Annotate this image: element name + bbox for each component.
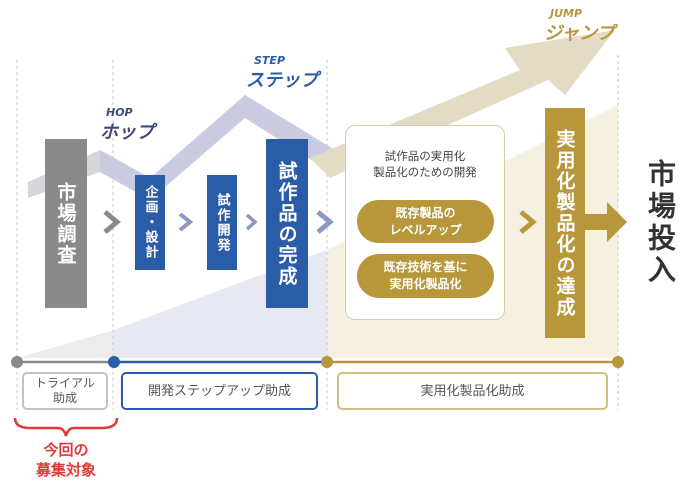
commercialization-box: 実用化製品化の達成 xyxy=(545,108,585,338)
pill-commercialize: 既存技術を基に実用化製品化 xyxy=(357,254,494,298)
hop-area xyxy=(17,330,114,358)
step-label-en: STEP xyxy=(254,54,286,67)
chevron-right-icon xyxy=(178,212,194,232)
grant-stepup: 開発ステップアップ助成 xyxy=(121,372,318,410)
dev-box-title: 試作品の実用化 xyxy=(384,149,466,163)
grant-text: 助成 xyxy=(52,391,77,405)
chevron-right-icon xyxy=(103,210,121,234)
dev-box-title: 製品化のための開発 xyxy=(373,165,477,179)
grant-practical: 実用化製品化助成 xyxy=(337,372,608,410)
note-text: 募集対象 xyxy=(35,461,96,479)
market-research-box: 市場調査 xyxy=(45,139,87,308)
timeline-dot xyxy=(612,356,624,368)
pill-text: 既存製品の xyxy=(395,205,456,220)
grant-trial: トライアル助成 xyxy=(22,372,108,410)
pill-level-up: 既存製品のレベルアップ xyxy=(357,200,494,243)
planning-design-box: 企画・設計 xyxy=(135,175,165,270)
jump-label-en: JUMP xyxy=(550,7,583,20)
hop-label-jp: ホップ xyxy=(100,122,154,143)
chevron-right-icon xyxy=(316,210,334,234)
timeline-dot xyxy=(11,356,23,368)
pill-text: 実用化製品化 xyxy=(389,277,462,291)
chevron-right-icon xyxy=(519,210,537,234)
chevron-right-icon xyxy=(245,213,258,231)
timeline-dot xyxy=(321,356,333,368)
timeline-dot xyxy=(108,356,120,368)
jump-label-jp: ジャンプ xyxy=(544,23,615,44)
prototype-dev-box: 試作開発 xyxy=(207,175,237,270)
hop-label-en: HOP xyxy=(106,106,133,119)
grant-text: トライアル xyxy=(35,376,95,390)
pill-text: 既存技術を基に xyxy=(383,260,468,274)
note-text: 今回の xyxy=(43,441,89,459)
pill-text: レベルアップ xyxy=(389,222,462,237)
brace xyxy=(13,417,119,437)
market-launch-label: 市場投入 xyxy=(644,158,677,287)
arrow-right-icon xyxy=(585,202,627,242)
target-note: 今回の 募集対象 xyxy=(16,440,116,480)
step-band xyxy=(100,95,335,200)
step-label-jp: ステップ xyxy=(246,70,318,91)
prototype-complete-box: 試作品の完成 xyxy=(266,139,308,308)
